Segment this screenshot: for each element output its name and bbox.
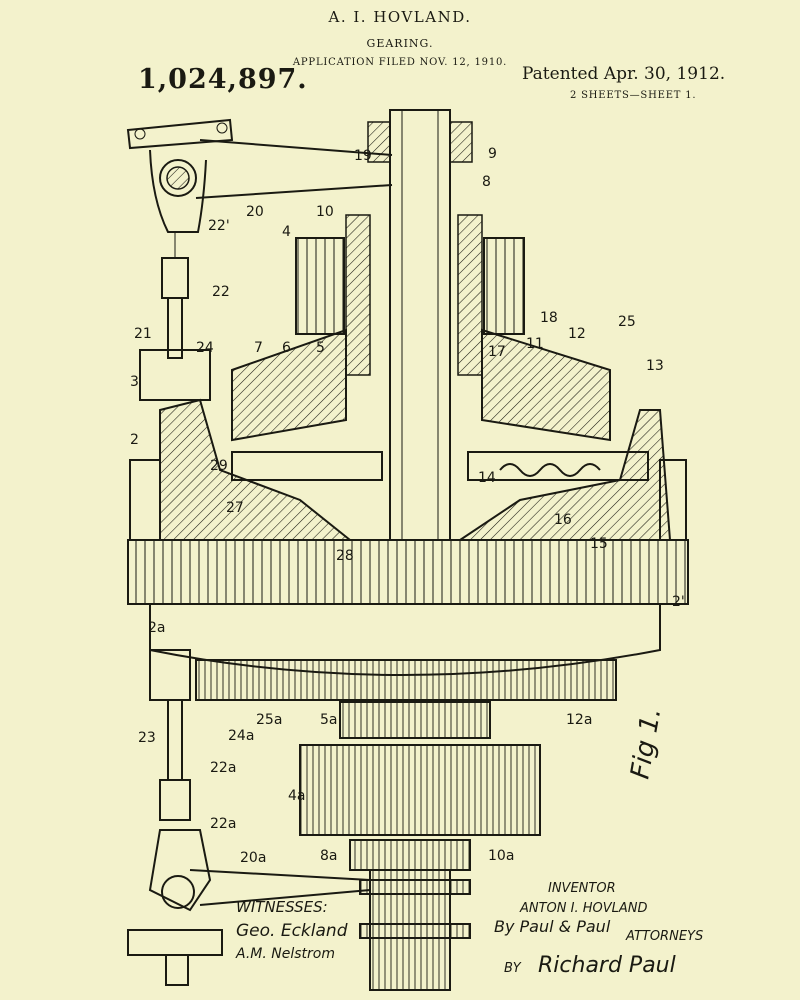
ref-3: 3 [130,374,139,390]
ref-14: 14 [478,470,496,486]
witness-block: WITNESSES: Geo. Eckland A.M. Nelstrom [235,898,348,962]
by-label: BY [504,961,522,976]
ref-29: 29 [210,458,228,474]
ref-23: 23 [138,730,156,746]
lower-gear [299,701,541,991]
ref-16: 16 [554,512,572,528]
ref-15: 15 [590,536,608,552]
ref-27: 27 [226,500,244,516]
ref-4: 4 [282,224,291,240]
ring-gear [127,539,689,701]
ref-10a: 10a [488,848,514,864]
ref-2a: 2a [148,620,166,636]
ref-8a: 8a [320,848,338,864]
ref-4a: 4a [288,788,306,804]
witnesses-heading: WITNESSES: [236,898,328,916]
ref-11: 11 [526,336,544,352]
patent-number: 1,024,897. [138,64,308,95]
central-shaft [345,109,483,541]
ref-19: 19 [354,148,372,164]
ref-22: 22 [212,284,230,300]
witness-2-signature: A.M. Nelstrom [235,946,335,962]
ref-20: 20 [246,204,264,220]
attorney-by-line: By Paul & Paul [494,917,611,936]
housing-section [129,398,687,541]
attorney-signature: Richard Paul [538,953,676,978]
ref-5a: 5a [320,712,338,728]
application-filed-line: APPLICATION FILED NOV. 12, 1910. [292,57,508,68]
ref-10: 10 [316,204,334,220]
ref-12: 12 [568,326,586,342]
ref-24a: 24a [228,728,254,744]
ref-6: 6 [282,340,291,356]
figure-label: Fig 1. [625,705,667,781]
ref-8: 8 [482,174,491,190]
ref-17: 17 [488,344,506,360]
ref-5: 5 [316,340,325,356]
ref-22a-lower: 22a [210,816,236,832]
inventor-name-header: A. I. HOVLAND. [328,8,472,26]
ref-7: 7 [254,340,263,356]
ref-9: 9 [488,146,497,162]
reference-numerals: 19 9 8 20 22' 10 4 22 21 24 3 7 6 5 17 1… [130,146,685,866]
patent-date: Patented Apr. 30, 1912. [522,64,726,84]
patent-subject: GEARING. [366,37,434,50]
attorneys-label: ATTORNEYS [625,929,703,944]
sheet-count: 2 SHEETS—SHEET 1. [570,90,697,101]
ref-2: 2 [130,432,139,448]
witness-1-signature: Geo. Eckland [236,921,348,941]
inventor-heading: INVENTOR [548,881,616,896]
inventor-block: INVENTOR ANTON I. HOVLAND By Paul & Paul… [494,881,703,978]
ref-2-prime: 2' [672,594,685,610]
ref-21: 21 [134,326,152,342]
ref-25a: 25a [256,712,282,728]
lower-linkage [127,649,371,986]
inventor-name: ANTON I. HOVLAND [519,901,648,916]
ref-20a: 20a [240,850,266,866]
ref-12a: 12a [566,712,592,728]
upper-gears [231,237,611,442]
ref-24: 24 [196,340,214,356]
ref-25: 25 [618,314,636,330]
ref-13: 13 [646,358,664,374]
upper-linkage [126,118,393,401]
ref-28: 28 [336,548,354,564]
ref-18: 18 [540,310,558,326]
ref-22a-upper: 22a [210,760,236,776]
ref-22-prime: 22' [208,218,230,234]
